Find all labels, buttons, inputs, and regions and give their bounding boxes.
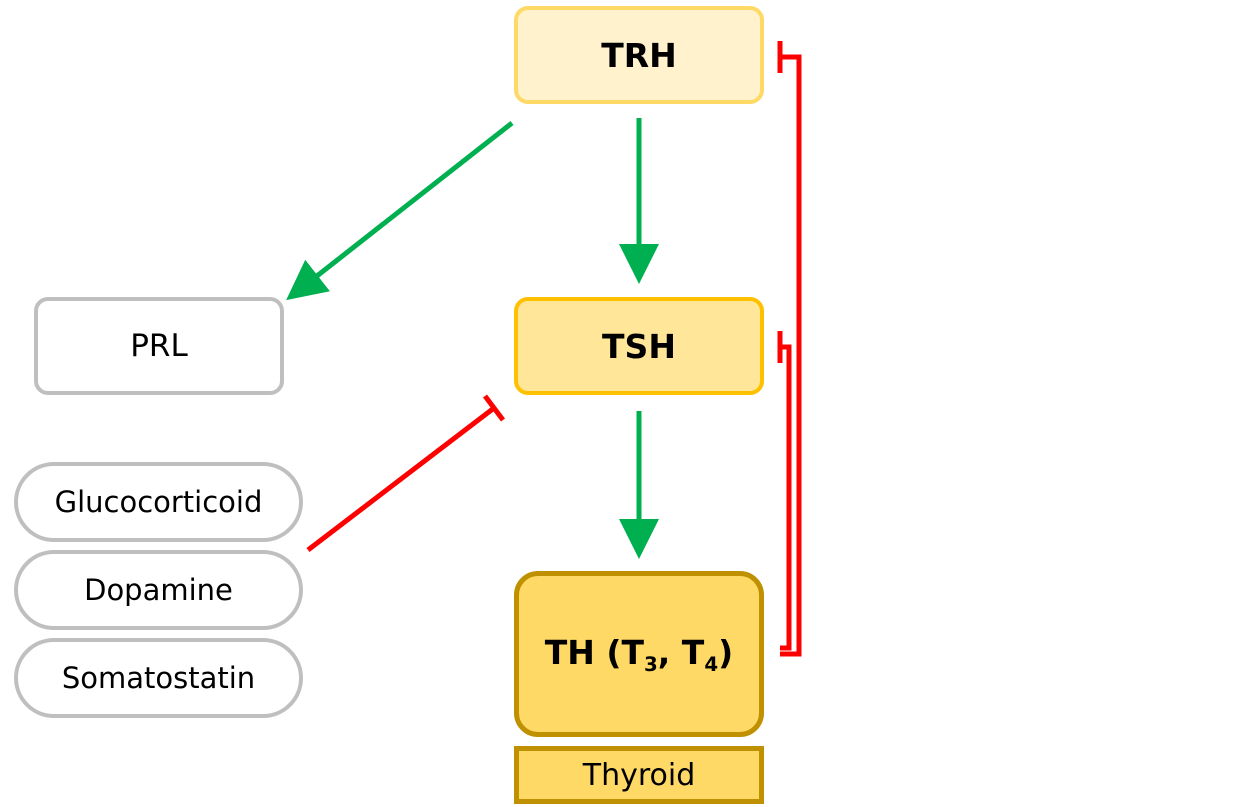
glucocorticoid-node: Glucocorticoid [14, 462, 303, 542]
edge-inhibitors-to-tsh [306, 394, 505, 552]
thyroid-label: Thyroid [582, 757, 696, 793]
trh-label: TRH [601, 35, 677, 75]
dopamine-node: Dopamine [14, 550, 303, 630]
prl-label: PRL [130, 328, 188, 364]
th-label: TH (T3, T4) [544, 632, 734, 676]
th-node: TH (T3, T4) [514, 571, 764, 737]
trh-node: TRH [514, 6, 764, 104]
dopamine-label: Dopamine [84, 573, 233, 607]
tsh-node: TSH [514, 297, 764, 395]
edge-trh-to-prl [286, 121, 514, 301]
edge-th-to-trh-feedback [780, 54, 802, 657]
edge-th-to-tsh-feedback [780, 344, 792, 651]
somatostatin-label: Somatostatin [61, 661, 256, 695]
tsh-label: TSH [602, 326, 676, 366]
somatostatin-node: Somatostatin [14, 638, 303, 718]
thyroid-node: Thyroid [514, 746, 764, 804]
glucocorticoid-label: Glucocorticoid [54, 485, 263, 519]
prl-node: PRL [34, 297, 284, 395]
